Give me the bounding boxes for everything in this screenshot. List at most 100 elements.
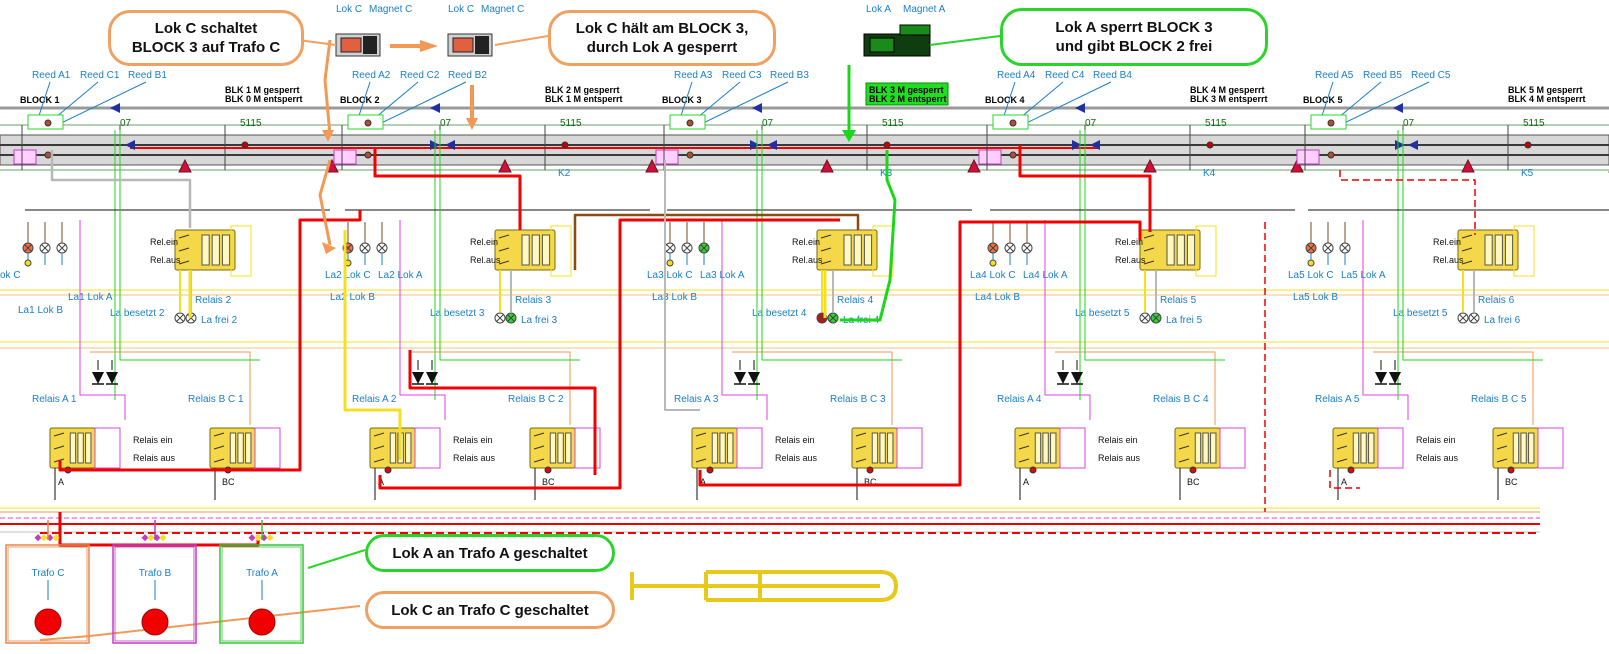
relay-contact	[695, 458, 707, 463]
relay-coil	[853, 234, 862, 266]
block-status-entsperrt: BLK 0 M entsperrt	[225, 94, 303, 104]
red-dash-wire	[1339, 170, 1476, 235]
callout-lok-c-haelt: Lok C hält am BLOCK 3, durch Lok A gespe…	[548, 10, 776, 66]
relay-rel-aus: Rel.aus	[1115, 255, 1146, 265]
relay-coil	[871, 432, 879, 464]
control-wire	[1084, 130, 1225, 361]
relay-a-pin: A	[1023, 477, 1029, 487]
reed-contact-icon	[364, 151, 372, 159]
trafo-label: Trafo C	[32, 568, 65, 579]
magnet-piston	[340, 37, 362, 53]
relay-contact	[1178, 445, 1190, 450]
besetzt-label: La besetzt 4	[752, 308, 807, 319]
relay-a-icon	[691, 427, 738, 469]
magnet-piston	[452, 37, 474, 53]
callout-pointer	[297, 39, 337, 46]
relay-contact	[1178, 432, 1190, 437]
lamp-cross	[1141, 314, 1149, 322]
relay-contact	[213, 458, 225, 463]
signal-07-label: 07	[440, 118, 452, 129]
relay-coil	[245, 432, 252, 464]
trafo-box-inner	[114, 546, 195, 642]
relay-frame	[1537, 427, 1564, 469]
track-arrow-icon	[1393, 103, 1403, 113]
lamp-label: La3 Lok C	[647, 270, 693, 281]
trafo-label: Trafo A	[246, 568, 278, 579]
relay-icon	[174, 229, 236, 271]
control-wire	[1362, 220, 1409, 420]
relay-coil	[843, 234, 852, 266]
relay-rel-ein: Rel.ein	[1115, 237, 1143, 247]
relay-a-label: Relais A 2	[352, 394, 397, 405]
terminal-dot-icon	[706, 466, 714, 474]
relay-rel-ein: Rel.ein	[150, 237, 178, 247]
reed-label: Reed B4	[1093, 70, 1132, 81]
reed-lead	[1015, 81, 1112, 129]
relay-contact	[213, 432, 225, 437]
besetzt-label: La besetzt 2	[110, 308, 165, 319]
relay-contact	[1018, 445, 1030, 450]
relay-frame	[1377, 427, 1404, 469]
control-wire	[439, 130, 580, 361]
magnet-label: Magnet C	[481, 4, 524, 15]
relay-coil	[1520, 432, 1527, 464]
frei-label: La frei 2	[201, 315, 238, 326]
relay-coil	[1360, 432, 1367, 464]
signal-dot-icon	[1524, 141, 1532, 149]
relay-frame	[896, 427, 923, 469]
signal-triangle-icon	[498, 158, 512, 173]
connector-icon	[248, 534, 256, 542]
relay-contact	[1496, 458, 1508, 463]
relay-contact	[533, 458, 545, 463]
relay-coil	[221, 234, 231, 266]
relay-label: Relais 5	[1160, 295, 1197, 306]
relay-coil	[85, 432, 92, 464]
relay-ein-label: Relais ein	[133, 435, 173, 445]
relay-coil	[1166, 234, 1175, 266]
track-arrow-icon	[1075, 103, 1085, 113]
diode-icon	[412, 372, 424, 384]
reed-label: Reed B5	[1363, 70, 1402, 81]
relay-bc-icon	[851, 427, 898, 469]
relay-rel-aus: Rel.aus	[792, 255, 823, 265]
lamp-icon	[698, 242, 710, 254]
besetzt-label: La besetzt 3	[430, 308, 485, 319]
lamp-cross	[666, 244, 674, 252]
relay-bc-label: Relais B C 1	[188, 394, 244, 405]
relay-contact	[373, 445, 385, 450]
relay-coil	[1504, 234, 1514, 266]
relay-aus-label: Relais aus	[775, 453, 818, 463]
block-name: BLOCK 5	[1303, 95, 1343, 105]
relay-icon	[816, 229, 878, 271]
relay-coil	[405, 432, 412, 464]
diode-icon	[1057, 372, 1069, 384]
trafo-knob-icon	[141, 608, 169, 636]
signal-dot-icon	[1206, 141, 1214, 149]
relay-coil	[1050, 432, 1057, 464]
relay-icon	[1139, 229, 1201, 271]
relay-ein-label: Relais ein	[1416, 435, 1456, 445]
block-status-gesperrt: BLK 1 M gesperrt	[225, 85, 300, 95]
lamp-cross	[829, 314, 837, 322]
signal-5115-label: 5115	[560, 118, 582, 129]
diode-icon	[92, 372, 104, 384]
red-feed-wire	[58, 512, 260, 547]
relay-coil	[237, 432, 244, 464]
reed-lead	[1333, 81, 1430, 129]
relay-contact	[1461, 260, 1473, 265]
relay-coil	[389, 432, 397, 464]
gray-wire	[664, 160, 700, 411]
track-arrow-icon	[1408, 140, 1418, 150]
relay-coil	[549, 432, 557, 464]
reed-label: Reed B2	[448, 70, 487, 81]
relay-coil	[229, 432, 237, 464]
relay-contact	[1336, 432, 1348, 437]
lamp-icon	[1004, 242, 1016, 254]
logo-icon	[630, 570, 899, 602]
diode-icon	[1071, 372, 1083, 384]
control-wire	[1402, 130, 1543, 361]
callout-lok-c-trafo: Lok C an Trafo C geschaltet	[365, 591, 615, 629]
trafo-knob-icon	[34, 608, 62, 636]
reed-contact-icon	[1009, 151, 1017, 159]
relay-contact	[1461, 247, 1473, 252]
